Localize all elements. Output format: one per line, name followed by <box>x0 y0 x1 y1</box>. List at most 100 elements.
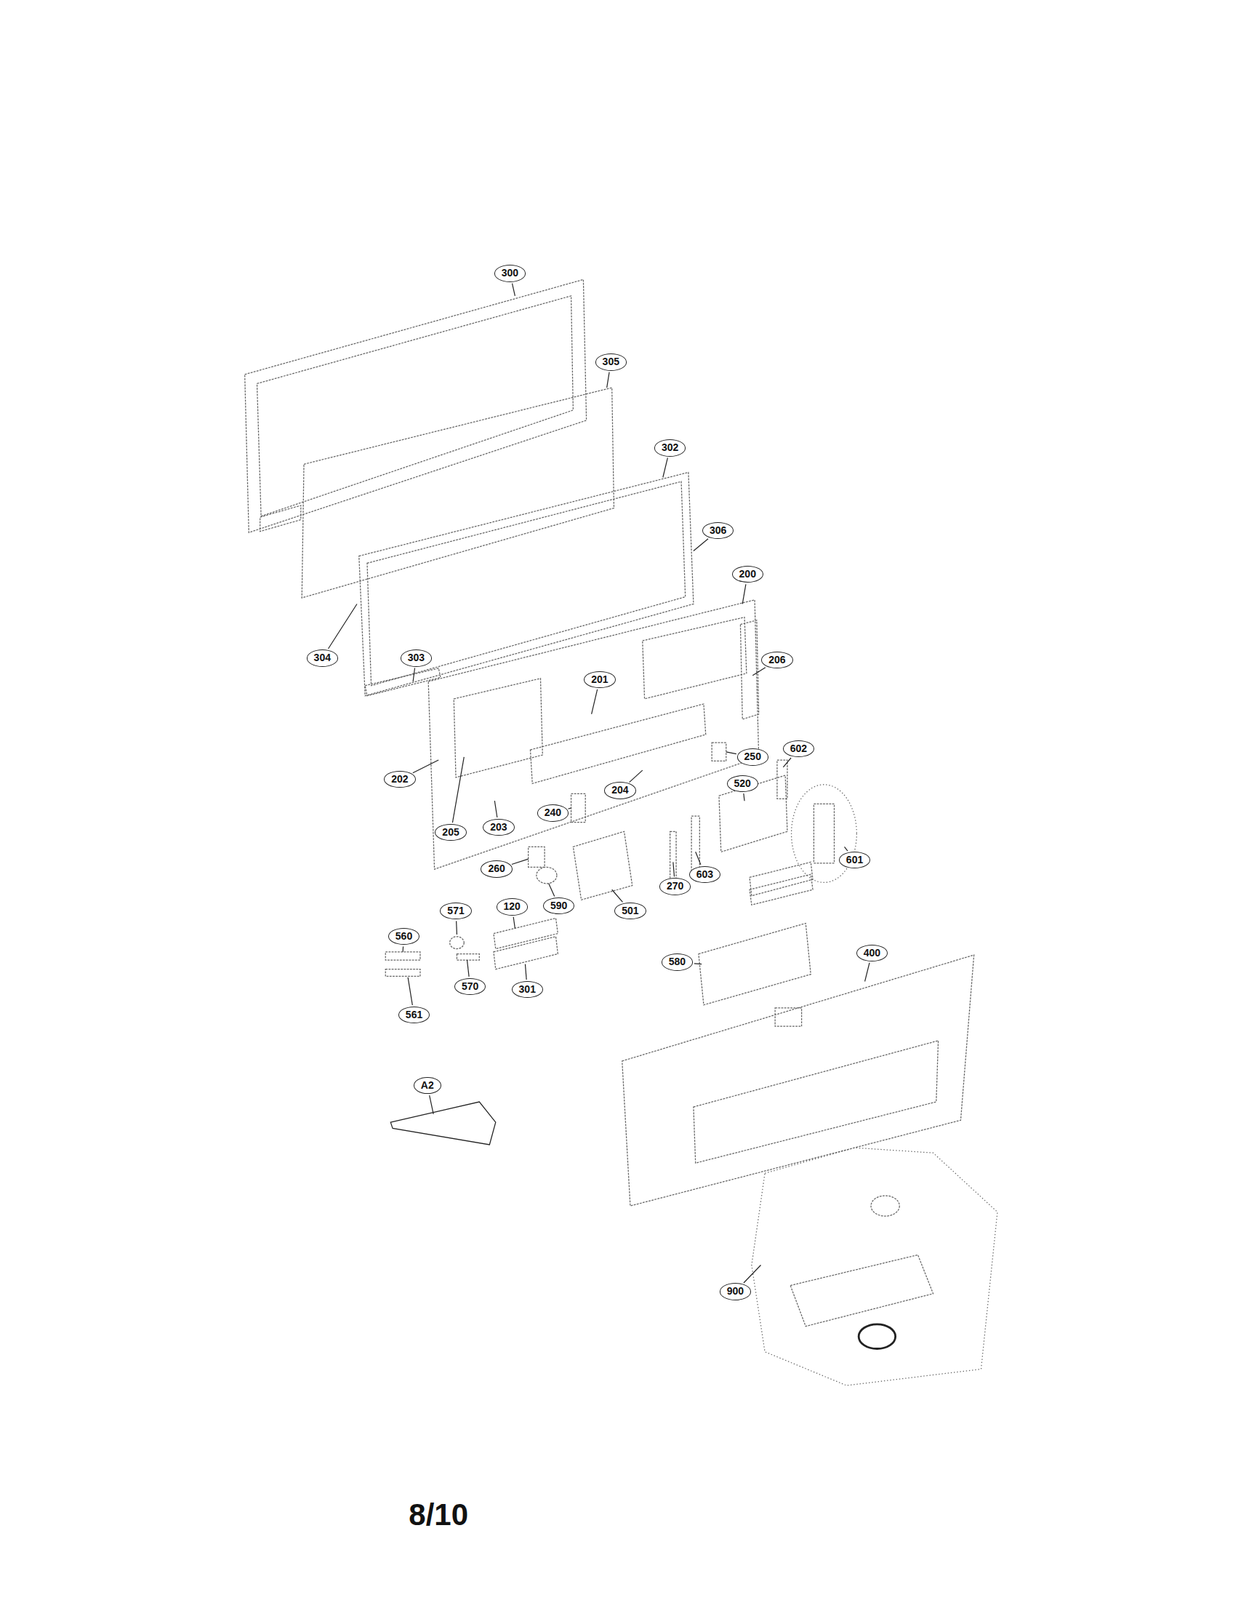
callout-number: 603 <box>689 865 721 883</box>
leader-line <box>452 756 464 823</box>
detail-part <box>813 803 834 863</box>
callout-number: 301 <box>511 980 544 998</box>
part-260 <box>528 846 545 867</box>
panel-inner <box>367 481 686 686</box>
callout-number: 601 <box>838 851 871 869</box>
leader-line <box>328 603 357 649</box>
callout-number: 303 <box>400 649 432 666</box>
callout-number: 306 <box>702 521 734 539</box>
callout-number: 206 <box>761 651 793 669</box>
leader-line <box>752 667 766 676</box>
leader-line <box>548 883 555 897</box>
leader-line <box>663 457 669 477</box>
callout-number: 561 <box>398 1006 430 1023</box>
leader-line <box>494 800 498 818</box>
callout-number: 400 <box>856 944 888 962</box>
callout-number: 520 <box>727 774 759 792</box>
callout-number: 202 <box>383 770 416 788</box>
stand-neck <box>870 1195 900 1216</box>
leader-line <box>726 751 737 754</box>
leader-line <box>743 793 745 801</box>
page-number: 8/10 <box>408 1496 469 1532</box>
leader-line <box>612 889 624 902</box>
board-580 <box>698 923 811 1005</box>
callout-number: 203 <box>482 818 514 836</box>
rod-270 <box>670 830 677 882</box>
back-chassis <box>428 599 759 869</box>
leader-line <box>607 372 610 388</box>
callout-number: A2 <box>413 1076 442 1094</box>
part-571 <box>450 936 465 949</box>
leader-line <box>695 851 701 865</box>
chassis-detail <box>453 678 543 778</box>
leader-line <box>402 945 405 951</box>
callout-number: 590 <box>543 897 575 914</box>
leader-line <box>511 283 515 296</box>
callout-number: 270 <box>659 877 691 895</box>
callout-number: 304 <box>306 649 339 666</box>
leader-line <box>407 977 413 1005</box>
part-590 <box>536 866 557 883</box>
speaker <box>749 861 813 895</box>
part-561 <box>385 969 421 977</box>
leader-line <box>466 959 469 977</box>
front-bezel <box>245 279 587 533</box>
callout-number: 120 <box>496 897 528 915</box>
leader-line <box>743 1264 762 1283</box>
leader-line <box>511 858 529 864</box>
callout-number: 302 <box>654 439 686 456</box>
stand-ring <box>858 1323 896 1349</box>
callout-number: 900 <box>719 1282 751 1300</box>
leader-line <box>694 962 702 965</box>
callout-number: 205 <box>434 823 467 841</box>
glass-sheet <box>301 387 614 598</box>
callout-number: 305 <box>595 353 627 371</box>
callout-number: 602 <box>782 740 815 757</box>
cover-detail <box>774 1007 802 1026</box>
bezel-detail <box>260 505 301 532</box>
leader-line <box>591 689 598 714</box>
leader-line <box>412 667 415 682</box>
part-570 <box>456 953 480 960</box>
callout-number: 240 <box>537 804 569 821</box>
leader-line <box>455 920 458 935</box>
leader-line <box>513 916 515 929</box>
leader-line <box>844 846 848 851</box>
callout-number: 571 <box>439 902 472 919</box>
speaker-301 <box>493 936 558 970</box>
side-bracket <box>740 620 759 720</box>
callout-number: 300 <box>494 264 526 282</box>
leader-line <box>865 962 870 982</box>
stand-base <box>790 1254 933 1326</box>
callout-number: 560 <box>388 927 420 945</box>
speaker <box>749 873 813 905</box>
callout-number: 204 <box>604 781 636 799</box>
callout-number: 501 <box>614 902 646 919</box>
cover-detail <box>693 1040 939 1163</box>
chassis-detail <box>642 617 747 699</box>
stand-group <box>751 1147 998 1385</box>
remote-control <box>390 1101 496 1145</box>
back-cover <box>622 954 975 1206</box>
leader-line <box>742 583 746 604</box>
leader-line <box>673 861 675 877</box>
callout-number: 200 <box>732 565 764 583</box>
board-501 <box>572 830 632 900</box>
leader-line <box>782 757 791 767</box>
detail-601 <box>791 784 858 883</box>
callout-number: 570 <box>454 977 486 995</box>
part-560 <box>385 951 421 960</box>
leader-line <box>429 1094 435 1114</box>
chassis-rail <box>529 703 706 783</box>
part-250 <box>711 742 727 761</box>
leader-line <box>693 538 709 552</box>
bezel-opening <box>257 295 574 517</box>
lcd-panel <box>359 471 694 696</box>
part-602 <box>777 759 788 799</box>
callout-number: 250 <box>737 748 769 765</box>
leader-line <box>524 964 527 980</box>
leader-line <box>568 807 572 809</box>
